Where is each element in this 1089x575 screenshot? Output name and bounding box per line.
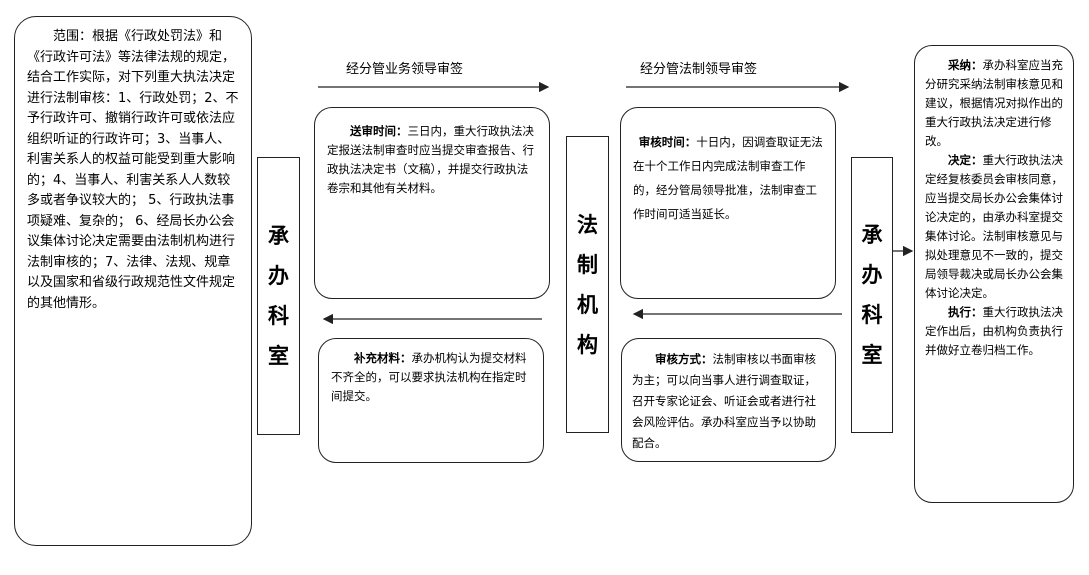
review-method-text: 审核方式：法制审核以书面审核为主；可以向当事人进行调查取证，召开专家论证会、听证…	[632, 349, 825, 454]
right-unit-char: 承	[861, 222, 883, 247]
review-time-box: 审核时间：十日内，因调查取证无法在十个工作日内完成法制审查工作的，经分管局领导批…	[620, 107, 836, 299]
submit-time-text: 送审时间：三日内，重大行政执法决定报送法制审查时应当提交审查报告、行政执法决定书…	[327, 122, 537, 198]
outcome-decide: 决定：重大行政执法决定经复核委员会审核同意，应当提交局长办公会集体讨论决定的，由…	[925, 151, 1065, 303]
outcome-execute: 执行：重大行政执法决定作出后，由机构负责执行并做好立卷归档工作。	[925, 303, 1065, 360]
center-unit-label: 法 制 机 构	[566, 136, 609, 433]
right-unit-char: 室	[861, 342, 883, 367]
center-unit-char: 构	[577, 331, 598, 357]
left-unit-char: 科	[268, 303, 289, 328]
center-unit-char: 机	[577, 291, 598, 317]
outcome-adopt-label: 采纳：	[948, 58, 983, 72]
review-time-label: 审核时间：	[638, 135, 697, 149]
outcome-adopt: 采纳：承办科室应当充分研究采纳法制审核意见和建议，根据情况对拟作出的重大行政执法…	[925, 56, 1065, 151]
supplement-label: 补充材料：	[354, 351, 412, 365]
supplement-text: 补充材料：承办机构认为提交材料不齐全的，可以要求执法机构在指定时间提交。	[331, 349, 531, 406]
left-unit-label: 承 办 科 室	[257, 157, 300, 435]
submit-time-label: 送审时间：	[350, 124, 408, 138]
outcome-decide-label: 决定：	[948, 153, 983, 167]
outcome-box: 采纳：承办科室应当充分研究采纳法制审核意见和建议，根据情况对拟作出的重大行政执法…	[914, 45, 1074, 503]
left-unit-char: 办	[268, 263, 289, 288]
right-unit-char: 科	[861, 302, 883, 327]
right-unit-label: 承 办 科 室	[851, 157, 893, 433]
business-sign-label: 经分管业务领导审签	[346, 62, 464, 77]
review-time-text: 审核时间：十日内，因调查取证无法在十个工作日内完成法制审查工作的，经分管局领导批…	[633, 130, 823, 226]
review-method-body: 法制审核以书面审核为主；可以向当事人进行调查取证，召开专家论证会、听证会或者进行…	[632, 352, 816, 450]
center-unit-char: 制	[577, 251, 598, 277]
outcome-adopt-body: 承办科室应当充分研究采纳法制审核意见和建议，根据情况对拟作出的重大行政执法决定进…	[925, 58, 1063, 148]
scope-text: 范围：根据《行政处罚法》和《行政许可法》等法律法规的规定，结合工作实际，对下列重…	[27, 29, 239, 311]
legal-sign-label: 经分管法制领导审签	[640, 62, 758, 77]
supplement-body: 承办机构认为提交材料不齐全的，可以要求执法机构在指定时间提交。	[331, 351, 527, 403]
outcome-execute-label: 执行：	[948, 305, 983, 319]
left-unit-char: 承	[268, 223, 289, 248]
review-time-body: 十日内，因调查取证无法在十个工作日内完成法制审查工作的，经分管局领导批准，法制审…	[633, 135, 823, 221]
supplement-box: 补充材料：承办机构认为提交材料不齐全的，可以要求执法机构在指定时间提交。	[318, 338, 544, 463]
review-method-box: 审核方式：法制审核以书面审核为主；可以向当事人进行调查取证，召开专家论证会、听证…	[621, 338, 836, 462]
right-unit-char: 办	[861, 262, 883, 287]
scope-box: 范围：根据《行政处罚法》和《行政许可法》等法律法规的规定，结合工作实际，对下列重…	[14, 16, 252, 546]
submit-time-body: 三日内，重大行政执法决定报送法制审查时应当提交审查报告、行政执法决定书（文稿），…	[327, 124, 534, 195]
outcome-decide-body: 重大行政执法决定经复核委员会审核同意，应当提交局长办公会集体讨论决定的，由承办科…	[925, 153, 1063, 300]
outcome-execute-body: 重大行政执法决定作出后，由机构负责执行并做好立卷归档工作。	[925, 305, 1063, 357]
submit-time-box: 送审时间：三日内，重大行政执法决定报送法制审查时应当提交审查报告、行政执法决定书…	[314, 107, 550, 299]
center-unit-char: 法	[577, 211, 598, 237]
left-unit-char: 室	[268, 343, 289, 368]
review-method-label: 审核方式：	[655, 352, 713, 366]
